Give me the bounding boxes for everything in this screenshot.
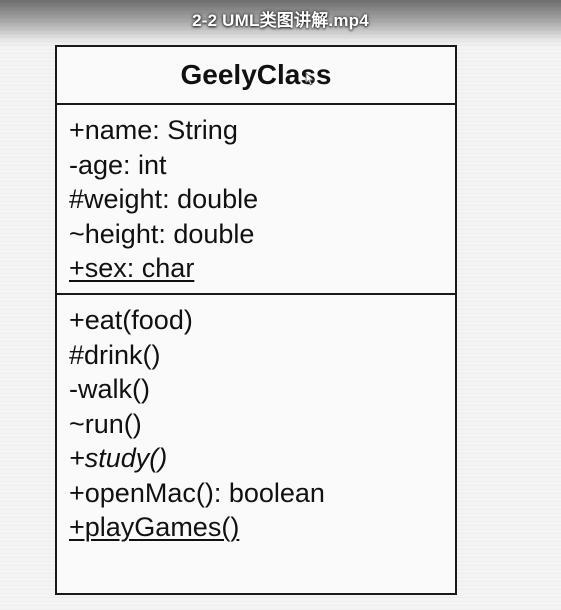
attribute-item: #weight: double bbox=[69, 184, 259, 214]
operation-item-abstract: +study() bbox=[69, 443, 168, 473]
operation-item: -walk() bbox=[69, 374, 150, 404]
mouse-cursor-icon bbox=[305, 72, 315, 86]
class-name: GeelyClass bbox=[57, 47, 455, 105]
attributes-compartment: +name: String -age: int #weight: double … bbox=[57, 105, 455, 295]
attribute-item: +name: String bbox=[69, 115, 238, 145]
attribute-item: ~height: double bbox=[69, 218, 255, 249]
operation-item-static: +playGames() bbox=[69, 512, 240, 542]
video-title: 2-2 UML类图讲解.mp4 bbox=[192, 11, 369, 30]
attribute-item: -age: int bbox=[69, 149, 167, 180]
attribute-item-static: +sex: char bbox=[69, 253, 195, 283]
uml-class-box: GeelyClass +name: String -age: int #weig… bbox=[55, 45, 457, 595]
operations-compartment: +eat(food) #drink() -walk() ~run() +stud… bbox=[57, 295, 455, 593]
operation-item: +openMac(): boolean bbox=[69, 477, 325, 508]
operation-item: #drink() bbox=[69, 339, 161, 370]
operation-item: ~run() bbox=[69, 408, 142, 439]
operation-item: +eat(food) bbox=[69, 305, 193, 335]
